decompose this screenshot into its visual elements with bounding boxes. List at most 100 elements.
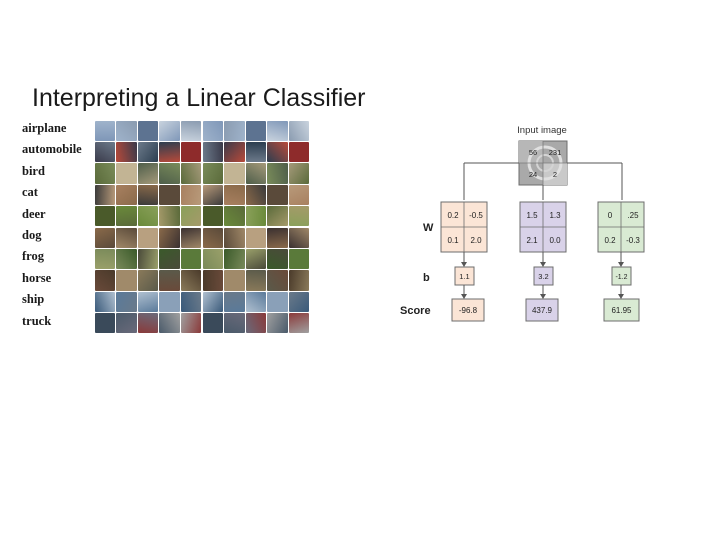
weight-value: 1.5	[526, 211, 538, 220]
example-thumbnail	[245, 120, 267, 141]
example-thumbnail	[224, 270, 245, 291]
input-pixel: 56	[529, 148, 537, 157]
example-thumbnail	[224, 163, 245, 184]
example-thumbnail	[180, 248, 202, 270]
weight-value: 0.0	[549, 236, 561, 245]
bias-value: 3.2	[538, 272, 548, 281]
row-label-w: W	[423, 222, 434, 234]
example-thumbnail	[137, 141, 159, 163]
example-thumbnail	[202, 206, 223, 227]
example-thumbnail	[137, 270, 159, 291]
example-thumbnail	[137, 184, 159, 205]
example-thumbnail	[288, 270, 310, 291]
example-thumbnail	[116, 227, 137, 248]
row-label-score: Score	[400, 305, 431, 317]
example-thumbnail	[288, 248, 310, 270]
score-value: 61.95	[611, 306, 632, 315]
example-thumbnail	[94, 291, 115, 312]
weight-value: 0.2	[447, 211, 459, 220]
example-thumbnail	[159, 163, 180, 184]
class-label: frog	[22, 249, 44, 264]
input-image: 56 231 24 2	[518, 140, 568, 186]
example-thumbnail	[116, 163, 137, 184]
example-thumbnail	[267, 270, 288, 291]
bias-value: 1.1	[459, 272, 469, 281]
example-thumbnail	[137, 313, 159, 334]
example-thumbnail	[288, 206, 310, 227]
example-thumbnail	[137, 291, 159, 312]
weight-value: 0	[608, 211, 613, 220]
example-thumbnail	[137, 227, 159, 248]
example-thumbnail	[159, 184, 180, 205]
example-thumbnail	[202, 141, 223, 163]
example-thumbnail	[159, 206, 180, 227]
example-thumbnail	[94, 163, 115, 184]
example-thumbnail	[137, 163, 159, 184]
example-thumbnail	[180, 291, 202, 312]
example-thumbnail	[116, 206, 137, 227]
example-thumbnail	[202, 163, 223, 184]
example-thumbnail	[202, 120, 223, 141]
weight-value: .25	[627, 211, 639, 220]
example-thumbnail	[245, 248, 267, 270]
weight-value: 1.3	[549, 211, 561, 220]
example-thumbnail	[224, 184, 245, 205]
example-thumbnail	[159, 291, 180, 312]
example-thumbnail	[116, 291, 137, 312]
class-label: cat	[22, 185, 38, 200]
bias-value: -1.2	[615, 274, 627, 281]
example-thumbnail	[94, 270, 115, 291]
weight-value: -0.5	[469, 211, 483, 220]
weight-value: 2.1	[526, 236, 538, 245]
class-label: dog	[22, 227, 42, 242]
class-label: ship	[22, 292, 45, 307]
example-thumbnail	[180, 227, 202, 248]
input-pixel: 2	[553, 170, 557, 179]
example-thumbnail	[267, 206, 288, 227]
example-thumbnail	[137, 206, 159, 227]
example-thumbnail	[202, 184, 223, 205]
example-thumbnail	[288, 141, 310, 163]
example-thumbnail	[116, 184, 137, 205]
example-thumbnail	[267, 313, 288, 334]
class-label: truck	[22, 313, 52, 328]
example-thumbnail	[116, 120, 137, 141]
weight-value: 2.0	[470, 236, 482, 245]
example-thumbnail	[202, 291, 223, 312]
example-thumbnail	[180, 141, 202, 163]
example-thumbnail	[288, 313, 310, 334]
example-thumbnail	[288, 227, 310, 248]
example-thumbnail	[94, 184, 115, 205]
example-thumbnail	[159, 120, 180, 141]
example-thumbnail	[180, 270, 202, 291]
weight-value: 0.2	[604, 236, 616, 245]
example-thumbnail	[245, 313, 267, 334]
input-pixel: 24	[529, 170, 537, 179]
class-label: deer	[22, 206, 46, 221]
input-connectors	[463, 162, 623, 200]
example-thumbnail	[224, 141, 245, 163]
example-thumbnail	[267, 227, 288, 248]
example-thumbnail	[224, 291, 245, 312]
example-thumbnail	[288, 163, 310, 184]
example-thumbnail	[94, 313, 115, 334]
class-column: 1.5 1.3 2.1 0.0 3.2 437.9	[519, 201, 567, 322]
score-box	[525, 298, 559, 322]
example-thumbnail	[94, 227, 115, 248]
input-pixel: 231	[549, 148, 562, 157]
class-label: bird	[22, 163, 45, 178]
score-box	[451, 298, 485, 322]
input-image-label: Input image	[517, 125, 567, 136]
example-thumbnail	[288, 291, 310, 312]
example-thumbnail	[224, 206, 245, 227]
example-thumbnail	[267, 248, 288, 270]
weight-value: 0.1	[447, 236, 459, 245]
example-thumbnail	[137, 248, 159, 270]
example-thumbnail	[116, 313, 137, 334]
class-column: 0.2 -0.5 0.1 2.0 1.1 -96.8	[440, 201, 488, 322]
weight-value: -0.3	[626, 236, 640, 245]
example-thumbnail	[159, 141, 180, 163]
example-thumbnail	[288, 184, 310, 205]
example-thumbnail	[202, 313, 223, 334]
